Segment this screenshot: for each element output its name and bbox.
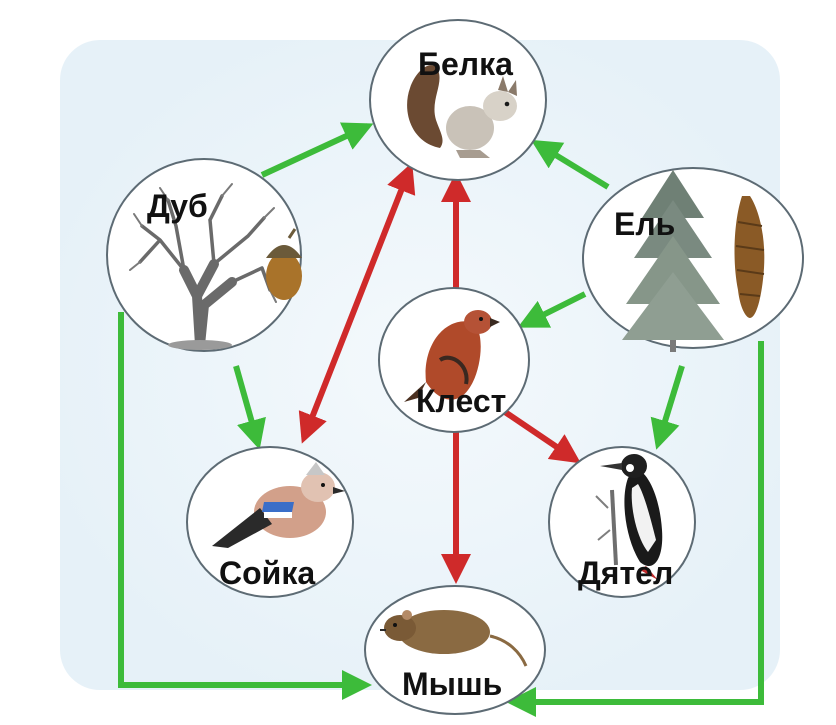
mouse-label: Мышь	[402, 666, 503, 702]
jay-label: Сойка	[219, 555, 316, 591]
squirrel-node-circle	[369, 19, 547, 181]
spruce-label: Ель	[614, 206, 676, 242]
arrow-oak-to-squirrel	[260, 122, 374, 178]
arrow-crossbill-to-woodpecker	[500, 407, 581, 464]
woodpecker-illustration	[595, 454, 663, 580]
oak-node-circle	[106, 158, 302, 352]
oak-tree-illustration	[129, 183, 277, 350]
green-arrows	[118, 122, 764, 717]
crossbill-illustration	[404, 310, 500, 402]
jay-illustration	[212, 462, 345, 548]
spruce-cone-icon	[734, 196, 765, 318]
arrow-jay-squirrel-mutual	[298, 162, 416, 444]
crossbill-label: Клест	[416, 383, 507, 419]
arrow-spruce-to-crossbill	[517, 291, 587, 328]
squirrel-illustration	[407, 65, 517, 158]
woodpecker-node-circle	[548, 446, 696, 598]
oak-label: Дуб	[147, 188, 208, 224]
arrow-oak-to-mouse	[118, 312, 372, 700]
squirrel-label: Белка	[418, 46, 513, 82]
acorn-icon	[266, 228, 302, 300]
arrow-spruce-to-squirrel	[530, 139, 610, 190]
arrow-oak-to-jay	[233, 365, 266, 450]
arrow-spruce-to-mouse	[506, 341, 764, 717]
mouse-illustration	[380, 610, 528, 667]
spruce-tree-illustration	[622, 170, 724, 352]
woodpecker-label: Дятел	[578, 555, 674, 591]
arrow-spruce-to-woodpecker	[650, 365, 685, 450]
red-arrows	[298, 162, 581, 584]
